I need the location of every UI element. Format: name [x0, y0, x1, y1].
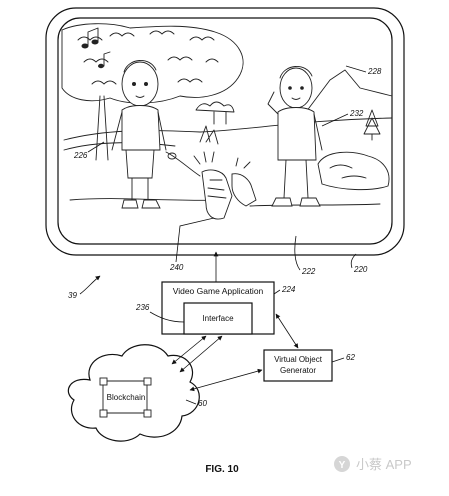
- blockchain-label: Blockchain: [107, 393, 146, 402]
- ref-62: 62: [346, 353, 355, 362]
- game-scene: [61, 23, 393, 220]
- figure-caption: FIG. 10: [205, 464, 239, 475]
- blockchain-app-arrow-1: [171, 335, 207, 365]
- interface-label: Interface: [202, 314, 234, 323]
- bush-icon: [195, 101, 235, 145]
- sneaker-icon: [193, 151, 257, 220]
- ref-224: 224: [281, 285, 296, 294]
- interface-box: [183, 302, 253, 335]
- ref-60: 60: [198, 399, 207, 408]
- ref-240: 240: [169, 263, 184, 272]
- blockchain-generator-arrow: [189, 368, 263, 392]
- y-logo-icon: [334, 456, 350, 472]
- mountain: [299, 69, 393, 121]
- display-device: [45, 7, 405, 256]
- horizon-line: [63, 117, 393, 141]
- video-game-application-label: Video Game Application: [173, 286, 264, 296]
- video-game-application-box: Video Game Application Interface: [161, 281, 275, 335]
- watermark: Y 小蔡 APP: [334, 456, 412, 472]
- music-note-icon: [81, 27, 111, 69]
- rocks-icon: [317, 151, 390, 191]
- ref-228: 228: [367, 67, 382, 76]
- app-generator-arrow: [275, 313, 299, 349]
- ref-236: 236: [135, 303, 150, 312]
- generator-label-line1: Virtual Object: [274, 355, 323, 364]
- pine-tree-icon: [363, 109, 381, 141]
- ref-226: 226: [73, 151, 88, 160]
- left-character: [111, 60, 167, 209]
- svg-text:Y: Y: [339, 460, 346, 471]
- blockchain-app-arrow-2: [179, 335, 223, 373]
- virtual-object-generator-box: Virtual Object Generator: [263, 349, 333, 382]
- ref-222: 222: [301, 267, 316, 276]
- ref-220: 220: [353, 265, 368, 274]
- ref-39: 39: [68, 291, 77, 300]
- ref-232: 232: [349, 109, 364, 118]
- generator-label-line2: Generator: [280, 366, 316, 375]
- tree-icon: [61, 23, 244, 161]
- right-character: [267, 66, 323, 207]
- watermark-text: 小蔡 APP: [356, 457, 412, 472]
- hill: [63, 142, 176, 151]
- blockchain-node-icon: [99, 377, 152, 418]
- blockchain-cloud: Blockchain: [67, 344, 200, 442]
